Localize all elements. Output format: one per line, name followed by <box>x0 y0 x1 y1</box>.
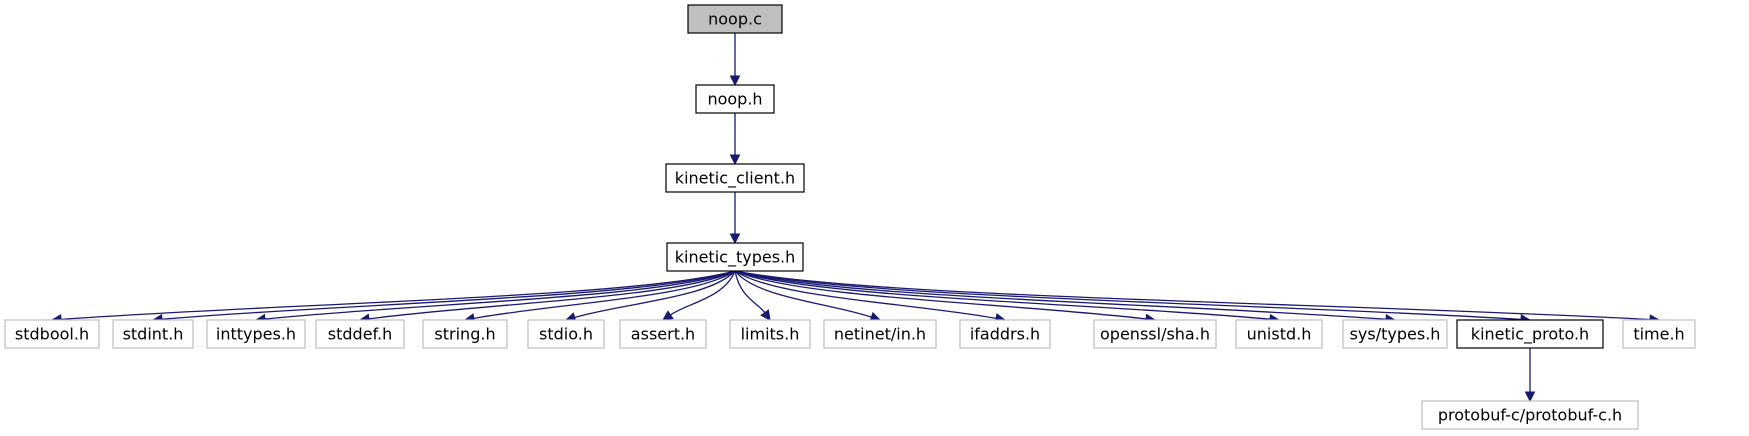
node-time-h: time.h <box>1622 319 1696 349</box>
arrowhead-protobuf-c-h <box>1524 391 1536 403</box>
node-kinetic-types-h[interactable]: kinetic_types.h <box>666 242 804 272</box>
node-label-stddef-h: stddef.h <box>328 325 392 344</box>
edge-kinetic-types-h-to-time-h <box>734 270 1651 321</box>
node-stdint-h: stdint.h <box>112 319 194 349</box>
arrowhead-kinetic-client-h <box>729 154 741 166</box>
node-box-unistd-h <box>1235 319 1323 349</box>
node-box-kinetic-types-h <box>666 242 804 272</box>
node-box-netinet-in-h <box>823 319 937 349</box>
nodes-layer: noop.c noop.h kinetic_client.h kinetic_type… <box>4 4 1696 430</box>
node-label-stdint-h: stdint.h <box>123 325 184 344</box>
node-box-inttypes-h <box>206 319 306 349</box>
node-kinetic-proto-h[interactable]: kinetic_proto.h <box>1456 319 1604 349</box>
node-label-stdio-h: stdio.h <box>539 325 593 344</box>
node-box-noop-h <box>695 84 775 114</box>
node-noop-h[interactable]: noop.h <box>695 84 775 114</box>
node-kinetic-client-h[interactable]: kinetic_client.h <box>665 163 805 193</box>
edge-kinetic-types-h-to-inttypes-h <box>264 270 736 320</box>
node-box-string-h <box>422 319 508 349</box>
arrowhead-kinetic-types-h <box>729 233 741 245</box>
arrowhead-assert-h <box>662 310 674 321</box>
node-box-stdbool-h <box>4 319 100 349</box>
node-box-stdio-h <box>527 319 605 349</box>
node-netinet-in-h: netinet/in.h <box>823 319 937 349</box>
edge-kinetic-types-h-to-stddef-h <box>368 270 736 320</box>
node-limits-h: limits.h <box>729 319 811 349</box>
edge-kinetic-types-h-to-netinet-in-h <box>734 270 872 318</box>
node-stdbool-h: stdbool.h <box>4 319 100 349</box>
node-label-kinetic-proto-h: kinetic_proto.h <box>1471 325 1589 345</box>
node-label-inttypes-h: inttypes.h <box>216 325 296 344</box>
edge-kinetic-types-h-to-sys-types-h <box>734 270 1387 320</box>
node-inttypes-h: inttypes.h <box>206 319 306 349</box>
node-box-kinetic-client-h <box>665 163 805 193</box>
node-openssl-sha-h: openssl/sha.h <box>1093 319 1217 349</box>
edge-kinetic-types-h-to-limits-h <box>734 270 766 314</box>
node-unistd-h: unistd.h <box>1235 319 1323 349</box>
node-label-stdbool-h: stdbool.h <box>15 325 89 344</box>
node-box-time-h <box>1622 319 1696 349</box>
edge-kinetic-types-h-to-string-h <box>473 270 736 320</box>
node-label-netinet-in-h: netinet/in.h <box>834 325 926 344</box>
node-label-protobuf-c-h: protobuf-c/protobuf-c.h <box>1438 406 1622 425</box>
node-box-openssl-sha-h <box>1093 319 1217 349</box>
node-box-stddef-h <box>315 319 405 349</box>
edge-kinetic-types-h-to-kinetic-proto-h <box>734 270 1522 321</box>
node-label-ifaddrs-h: ifaddrs.h <box>970 325 1040 344</box>
edge-kinetic-types-h-to-openssl-sha-h <box>734 270 1147 320</box>
node-label-kinetic-client-h: kinetic_client.h <box>675 169 795 189</box>
node-label-openssl-sha-h: openssl/sha.h <box>1100 325 1210 344</box>
node-stdio-h: stdio.h <box>527 319 605 349</box>
arrowhead-noop-h <box>729 75 741 87</box>
node-label-noop-h: noop.h <box>707 90 762 109</box>
edge-kinetic-types-h-to-assert-h <box>670 270 736 316</box>
node-label-unistd-h: unistd.h <box>1247 325 1312 344</box>
node-label-string-h: string.h <box>434 325 495 344</box>
node-label-assert-h: assert.h <box>631 325 695 344</box>
node-label-limits-h: limits.h <box>741 325 800 344</box>
node-box-protobuf-c-h <box>1421 400 1639 430</box>
node-label-sys-types-h: sys/types.h <box>1350 325 1441 344</box>
node-box-stdint-h <box>112 319 194 349</box>
node-assert-h: assert.h <box>619 319 707 349</box>
edge-kinetic-types-h-to-ifaddrs-h <box>734 270 997 320</box>
node-label-kinetic-types-h: kinetic_types.h <box>675 248 796 268</box>
edge-kinetic-types-h-to-stdbool-h <box>60 270 736 321</box>
node-box-kinetic-proto-h <box>1456 319 1604 349</box>
node-box-limits-h <box>729 319 811 349</box>
node-box-sys-types-h <box>1342 319 1448 349</box>
node-ifaddrs-h: ifaddrs.h <box>959 319 1051 349</box>
node-stddef-h: stddef.h <box>315 319 405 349</box>
node-label-time-h: time.h <box>1633 325 1684 344</box>
arrowhead-limits-h <box>760 309 771 321</box>
node-sys-types-h: sys/types.h <box>1342 319 1448 349</box>
node-box-assert-h <box>619 319 707 349</box>
node-label-noop-c: noop.c <box>708 10 762 29</box>
node-protobuf-c-h: protobuf-c/protobuf-c.h <box>1421 400 1639 430</box>
edge-kinetic-types-h-to-stdint-h <box>161 270 736 320</box>
edge-kinetic-types-h-to-unistd-h <box>734 270 1271 320</box>
node-string-h: string.h <box>422 319 508 349</box>
node-box-ifaddrs-h <box>959 319 1051 349</box>
edge-kinetic-types-h-to-stdio-h <box>574 270 736 319</box>
node-noop-c[interactable]: noop.c <box>687 4 783 34</box>
node-box-noop-c <box>687 4 783 34</box>
